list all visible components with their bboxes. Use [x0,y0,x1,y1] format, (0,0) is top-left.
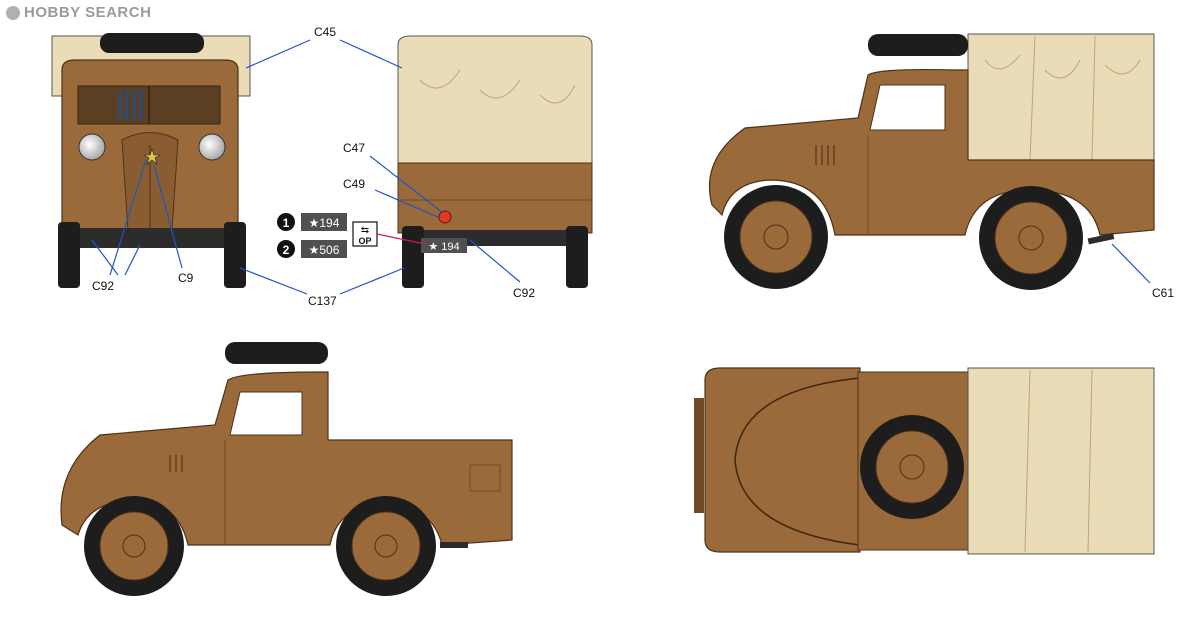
option-2-plate-text: ★506 [309,243,340,257]
side1-front-wheel [739,200,813,274]
side2-hood-vents [169,455,183,472]
callout-c45: C45 [314,25,336,39]
option-2-number: 2 [283,243,290,257]
top-view [694,367,1155,555]
watermark: HOBBY SEARCH [6,4,151,21]
option-2-badge [277,240,295,258]
op-sign-arrows-icon: ⇆ [361,225,369,236]
option-1-badge [277,213,295,231]
rear-number-plate [421,238,467,253]
front-vent-slots [118,90,143,120]
side2-bed-box [469,464,501,492]
top-canvas-cover [967,367,1155,555]
left-side-view [60,342,513,596]
callout-c61: C61 [1152,286,1174,300]
option-1-plate [301,213,347,231]
rear-tail-light [438,210,452,224]
rear-tire-right [566,226,588,288]
op-sign-text: OP [358,236,371,246]
top-body [704,367,861,553]
watermark-text: HOBBY SEARCH [24,4,152,21]
callout-c47: C47 [343,141,365,155]
callout-c92-rear: C92 [513,286,535,300]
front-tire-right [224,222,246,288]
op-sign-leader [376,233,426,245]
side1-exhaust [1087,233,1115,245]
front-headlight-left [78,133,106,161]
hobby-search-logo-icon [6,5,20,20]
top-front-bumper [694,398,704,513]
top-spare-wheel [875,430,949,504]
rear-canvas-cover [397,35,593,166]
side1-spare-tire [868,34,968,56]
option-1-plate-text: ★194 [309,216,340,230]
rear-view: ★ 194 [397,35,593,288]
right-side-view [708,33,1155,290]
side1-hood-vents [815,145,835,165]
callout-c92-front: C92 [92,279,114,293]
front-tire-left [58,222,80,288]
op-sign [352,221,378,247]
side1-rear-wheel [994,201,1068,275]
front-view [51,33,251,288]
front-headlight-right [198,133,226,161]
side2-spare-tire [225,342,328,364]
side1-cab-window [869,84,946,131]
marking-options: 1 ★194 2 ★506 ⇆ OP [277,213,378,258]
side2-rear-wheel [351,511,421,581]
callout-c9: C9 [178,271,194,285]
side2-front-wheel [99,511,169,581]
front-star-marking [142,148,162,165]
option-2-plate [301,240,347,258]
rear-plate-text: ★ 194 [428,241,459,253]
rear-tire-left [402,226,424,288]
front-bumper [75,228,225,248]
callout-c49: C49 [343,177,365,191]
side1-canvas-cover [967,33,1155,165]
leader-lines [91,39,1151,295]
front-spare-tire [100,33,204,53]
callout-c137: C137 [308,294,337,308]
option-1-number: 1 [283,216,290,230]
callout-labels: C45 C47 C49 C92 C9 C137 C92 C61 [92,25,1174,308]
top-hood [734,377,861,546]
rear-body [397,162,593,234]
side2-cab-window [229,391,303,436]
side2-exhaust [440,542,468,548]
